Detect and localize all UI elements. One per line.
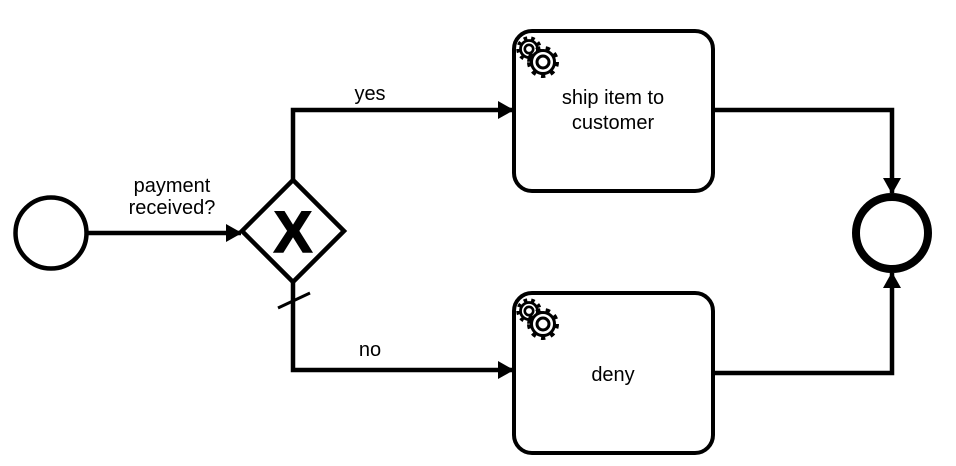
task-deny[interactable]: deny <box>512 291 715 455</box>
x-icon: X <box>274 200 313 265</box>
sequence-flow-deny-to-end[interactable] <box>713 272 901 376</box>
gateway-diamond[interactable] <box>238 176 348 286</box>
task-ship-item-to-customer[interactable]: ship item to customer <box>512 29 715 193</box>
task-deny-label: deny <box>591 364 634 386</box>
sequence-flow-no[interactable] <box>290 282 514 379</box>
exclusive-gateway[interactable]: X <box>238 176 348 286</box>
sequence-flow-ship-to-end[interactable] <box>713 107 901 194</box>
flow-label-yes: yes <box>354 83 385 105</box>
flow-label-condition-line1: payment <box>134 175 211 197</box>
flow-label-no: no <box>359 339 381 361</box>
default-flow-slash-icon <box>277 291 311 310</box>
sequence-flow-yes[interactable] <box>290 101 514 180</box>
task-deny-rect[interactable] <box>512 291 715 455</box>
end-event[interactable] <box>852 193 932 273</box>
start-event[interactable] <box>13 195 89 271</box>
flow-label-condition-line2: received? <box>129 197 216 219</box>
task-ship-label-line2: customer <box>572 112 655 134</box>
task-ship-label-line1: ship item to <box>562 87 664 109</box>
task-ship-rect[interactable] <box>512 29 715 193</box>
